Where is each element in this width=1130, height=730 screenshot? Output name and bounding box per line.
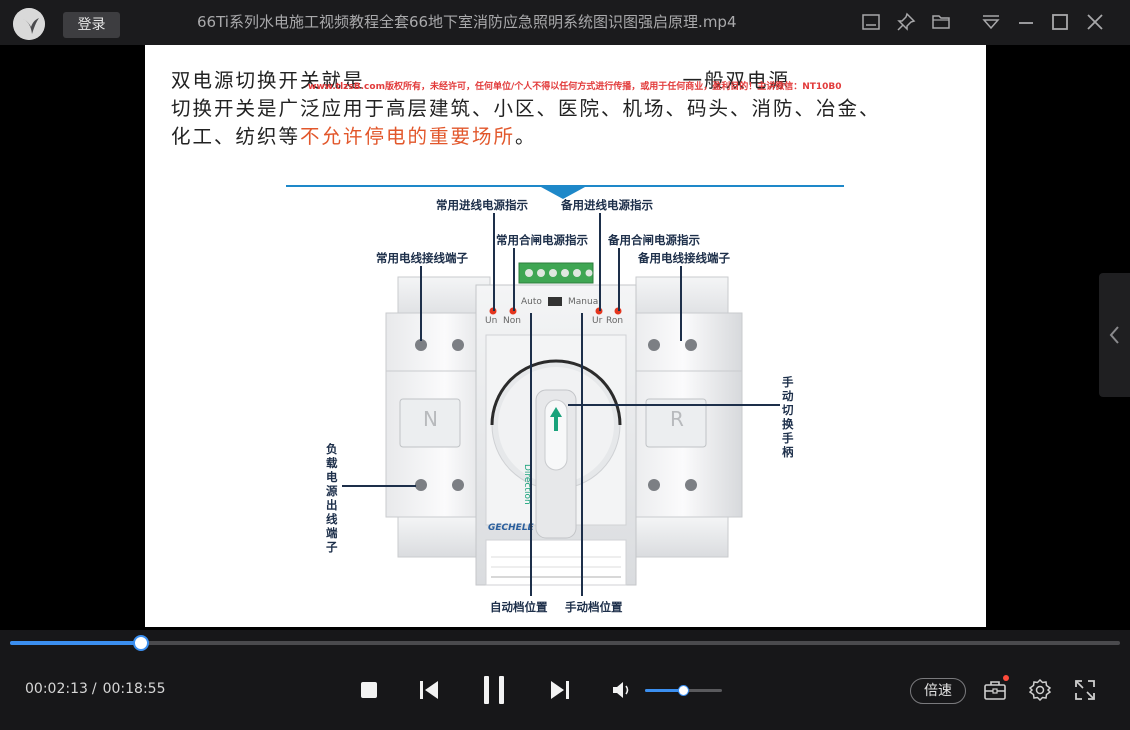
stop-icon[interactable] — [360, 681, 378, 699]
divider-triangle — [541, 187, 585, 199]
label-main-power-indicator: 常用进线电源指示 — [436, 198, 528, 212]
side-panel-toggle[interactable] — [1099, 273, 1130, 397]
notification-dot — [1003, 675, 1009, 681]
label-backup-terminal: 备用电线接线端子 — [638, 251, 730, 265]
maximize-icon[interactable] — [1050, 12, 1070, 32]
label-auto-position: 自动档位置 — [490, 600, 548, 614]
para-line1-start: 双电源切换开关就是 — [171, 69, 365, 92]
callout-line — [581, 313, 583, 596]
toolbox-icon[interactable] — [983, 679, 1007, 701]
callout-line — [493, 213, 495, 311]
callout-line — [513, 248, 515, 311]
slide-paragraph: 双电源切换开关就是 一般双电源 切换开关是广泛应用于高层建筑、小区、医院、机场、码… — [171, 67, 961, 151]
total-time: 00:18:55 — [102, 681, 166, 697]
divider-line — [286, 185, 844, 187]
label-load-terminal: 负载电源出线端子 — [326, 442, 338, 554]
device-manual-label: Manual — [568, 297, 601, 307]
video-frame-slide: 双电源切换开关就是 一般双电源 切换开关是广泛应用于高层建筑、小区、医院、机场、码… — [145, 45, 986, 627]
volume-handle[interactable] — [677, 685, 689, 696]
progress-handle[interactable] — [132, 635, 149, 651]
subtitle-icon[interactable] — [861, 12, 881, 32]
file-title: 66Ti系列水电施工视频教程全套66地下室消防应急照明系统图识图强启原理.mp4 — [197, 13, 737, 31]
settings-icon[interactable] — [1029, 679, 1051, 701]
fullscreen-icon[interactable] — [1075, 680, 1095, 700]
volume-icon[interactable] — [612, 681, 634, 699]
callout-line — [680, 266, 682, 341]
device-ur-label: Ur — [592, 316, 603, 326]
callout-line — [530, 313, 532, 596]
switch-device-image — [385, 262, 743, 586]
device-ron-label: Ron — [606, 316, 624, 326]
callout-line — [342, 485, 416, 487]
next-icon[interactable] — [550, 680, 570, 700]
speed-button[interactable]: 倍速 — [910, 678, 966, 704]
time-display: 00:02:13/ 00:18:55 — [25, 681, 166, 697]
label-main-terminal: 常用电线接线端子 — [376, 251, 468, 265]
volume-fill — [645, 689, 683, 692]
para-line3-start: 化工、纺织等 — [171, 125, 301, 148]
label-main-close-indicator: 常用合闸电源指示 — [496, 233, 588, 247]
menu-icon[interactable] — [981, 12, 1001, 32]
callout-line — [618, 248, 620, 311]
callout-line — [420, 266, 422, 341]
login-button[interactable]: 登录 — [63, 12, 120, 38]
label-backup-power-indicator: 备用进线电源指示 — [561, 198, 653, 212]
folder-icon[interactable] — [931, 12, 951, 32]
time-separator: / — [91, 681, 97, 697]
watermark-text: www.tlzsB.com版权所有，未经许可，任何单位/个人不得以任何方式进行传… — [308, 82, 842, 92]
label-backup-close-indicator: 备用合闸电源指示 — [608, 233, 700, 247]
device-un-label: Un — [485, 316, 498, 326]
previous-icon[interactable] — [419, 680, 439, 700]
minimize-icon[interactable] — [1016, 12, 1036, 32]
device-n-letter: N — [423, 407, 438, 431]
para-line3-end: 。 — [515, 125, 537, 148]
para-line2: 切换开关是广泛应用于高层建筑、小区、医院、机场、码头、消防、冶金、 — [171, 97, 881, 120]
pin-icon[interactable] — [896, 12, 916, 32]
label-manual-handle: 手动切换手柄 — [782, 375, 794, 459]
progress-fill — [10, 641, 140, 645]
para-line1-end: 一般双电源 — [682, 69, 791, 92]
callout-line — [568, 404, 780, 406]
logo-icon[interactable] — [13, 8, 45, 40]
device-brand-label: GECHELE — [488, 523, 534, 533]
progress-bar[interactable] — [10, 635, 1120, 651]
player-controls — [0, 630, 1130, 730]
device-auto-label: Auto — [521, 297, 542, 307]
title-bar: 登录 66Ti系列水电施工视频教程全套66地下室消防应急照明系统图识图强启原理.… — [0, 0, 1130, 45]
label-manual-position: 手动档位置 — [565, 600, 623, 614]
side-panel-chevron-icon — [1109, 326, 1119, 344]
device-r-letter: R — [670, 407, 684, 431]
pause-icon[interactable] — [482, 675, 506, 705]
current-time: 00:02:13 — [25, 681, 88, 697]
para-line3-highlight: 不允许停电的重要场所 — [300, 125, 516, 148]
callout-line — [599, 213, 601, 311]
close-icon[interactable] — [1085, 12, 1105, 32]
switch-diagram: Auto Manual Un Non Ur Ron N R Direction … — [286, 185, 846, 625]
device-non-label: Non — [503, 316, 521, 326]
volume-slider[interactable] — [645, 685, 722, 696]
